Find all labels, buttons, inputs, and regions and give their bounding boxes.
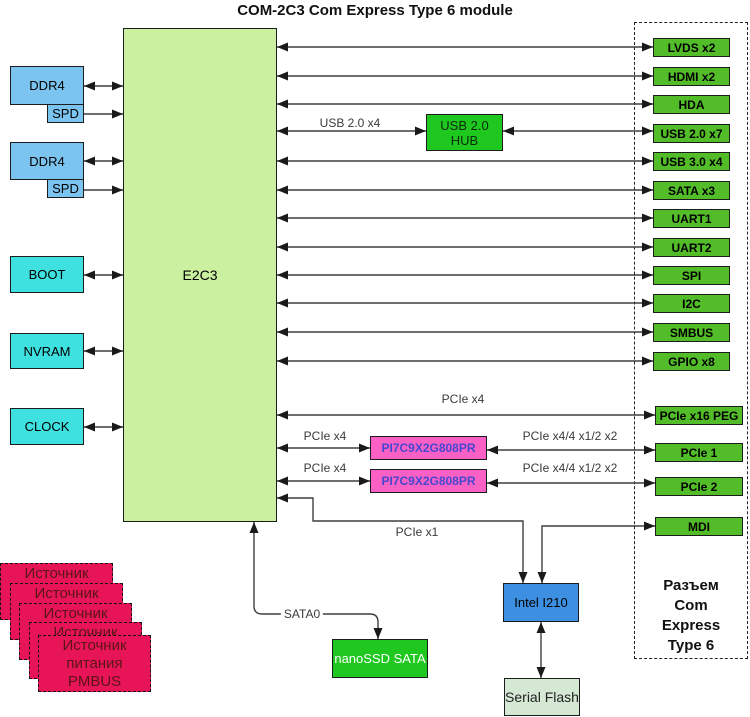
port-label: PCIe 1	[680, 445, 718, 460]
ddr4-label-1: DDR4	[29, 78, 65, 93]
port-label: I2C	[682, 296, 701, 311]
nvram-block: NVRAM	[10, 333, 84, 369]
com-express-connector-panel	[634, 22, 748, 659]
power-line: Источник	[34, 585, 99, 602]
port-label: USB 3.0 x4	[660, 154, 723, 169]
usb-hub-block: USB 2.0 HUB	[426, 114, 503, 151]
port-smbus: SMBUS	[653, 323, 730, 342]
clock-block: CLOCK	[10, 408, 84, 445]
ethernet-label: Intel I210	[514, 595, 568, 610]
port-label: PCIe 2	[680, 479, 718, 494]
port-label: SMBUS	[669, 325, 714, 340]
port-label: GPIO x8	[668, 354, 715, 369]
clock-label: CLOCK	[24, 419, 70, 434]
port-label: UART2	[671, 240, 712, 255]
power-line: Источник	[24, 565, 89, 582]
ddr4-block-1: DDR4	[10, 66, 84, 105]
port-i2c: I2C	[653, 294, 730, 313]
diagram-title: COM-2C3 Com Express Type 6 module	[237, 2, 513, 19]
port-uart2: UART2	[653, 238, 730, 257]
wire-sata0-ssd	[249, 522, 383, 639]
spd-label-2: SPD	[52, 181, 79, 196]
bus-label-pcie-peg: PCIe x4	[441, 392, 485, 406]
bus-label-pcie-sw1: PCIe x4	[303, 429, 347, 443]
connector-panel-title: Разъем Com Express Type 6	[634, 576, 748, 656]
port-label: HDA	[678, 97, 705, 112]
ddr4-block-2: DDR4	[10, 142, 84, 180]
port-usb3: USB 3.0 x4	[653, 152, 730, 171]
port-label: MDI	[688, 519, 710, 534]
port-hdmi: HDMI x2	[653, 67, 730, 86]
port-usb2: USB 2.0 x7	[653, 124, 730, 143]
ssd-block: nanoSSD SATA	[332, 639, 428, 678]
soc-label: E2C3	[182, 267, 218, 283]
pcie-switch-label-1: PI7C9X2G808PR	[381, 441, 476, 455]
power-supply-block-front: Источник питания PMBUS	[38, 635, 151, 692]
pcie-switch-block-2: PI7C9X2G808PR	[370, 469, 487, 493]
spd-block-2: SPD	[47, 179, 84, 198]
port-pcie-2: PCIe 2	[655, 477, 743, 496]
panel-title-line: Разъем	[663, 577, 719, 594]
port-lvds: LVDS x2	[653, 38, 730, 57]
port-hda: HDA	[653, 95, 730, 114]
port-uart1: UART1	[653, 209, 730, 228]
port-label: SPI	[681, 268, 702, 283]
ddr4-label-2: DDR4	[29, 153, 65, 169]
soc-block-e2c3: E2C3	[123, 28, 277, 522]
ssd-label: nanoSSD SATA	[334, 651, 426, 666]
power-line: Источник	[43, 605, 108, 622]
bus-label-sw1-out: PCIe x4/4 x1/2 x2	[522, 429, 618, 443]
port-sata: SATA x3	[653, 181, 730, 200]
bus-label-pcie-sw2: PCIe x4	[303, 461, 347, 475]
port-label: HDMI x2	[667, 69, 716, 84]
serial-flash-block: Serial Flash	[504, 678, 580, 716]
port-label: USB 2.0 x7	[660, 126, 723, 141]
port-gpio: GPIO x8	[653, 352, 730, 371]
port-label: UART1	[671, 211, 712, 226]
port-pcie-x16-peg: PCIe x16 PEG	[655, 406, 743, 425]
usb-hub-label: USB 2.0 HUB	[440, 117, 489, 148]
port-label: SATA x3	[667, 183, 716, 198]
port-spi: SPI	[653, 266, 730, 285]
power-line: Источник	[62, 637, 127, 654]
pcie-switch-label-2: PI7C9X2G808PR	[381, 474, 476, 488]
power-line: питания	[66, 655, 123, 672]
power-line: PMBUS	[67, 673, 122, 690]
wire-pcie-x1-ethernet	[277, 493, 528, 583]
spd-block-1: SPD	[47, 104, 84, 123]
boot-label: BOOT	[28, 267, 66, 282]
bus-label-pcie-x1: PCIe x1	[395, 525, 439, 539]
bus-label-usb: USB 2.0 x4	[319, 116, 381, 130]
nvram-label: NVRAM	[23, 343, 71, 359]
bus-label-sw2-out: PCIe x4/4 x1/2 x2	[522, 461, 618, 475]
panel-title-line: Express	[661, 617, 721, 634]
boot-block: BOOT	[10, 256, 84, 293]
spd-label-1: SPD	[52, 106, 79, 121]
bus-label-sata0: SATA0	[280, 607, 324, 621]
port-mdi: MDI	[655, 517, 743, 536]
panel-title-line: Type 6	[667, 637, 715, 654]
port-label: PCIe x16 PEG	[659, 408, 739, 423]
serial-flash-label: Serial Flash	[505, 689, 579, 705]
pcie-switch-block-1: PI7C9X2G808PR	[370, 436, 487, 460]
panel-title-line: Com	[674, 597, 708, 614]
port-label: LVDS x2	[667, 40, 716, 55]
port-pcie-1: PCIe 1	[655, 443, 743, 462]
ethernet-controller-block: Intel I210	[503, 583, 579, 622]
